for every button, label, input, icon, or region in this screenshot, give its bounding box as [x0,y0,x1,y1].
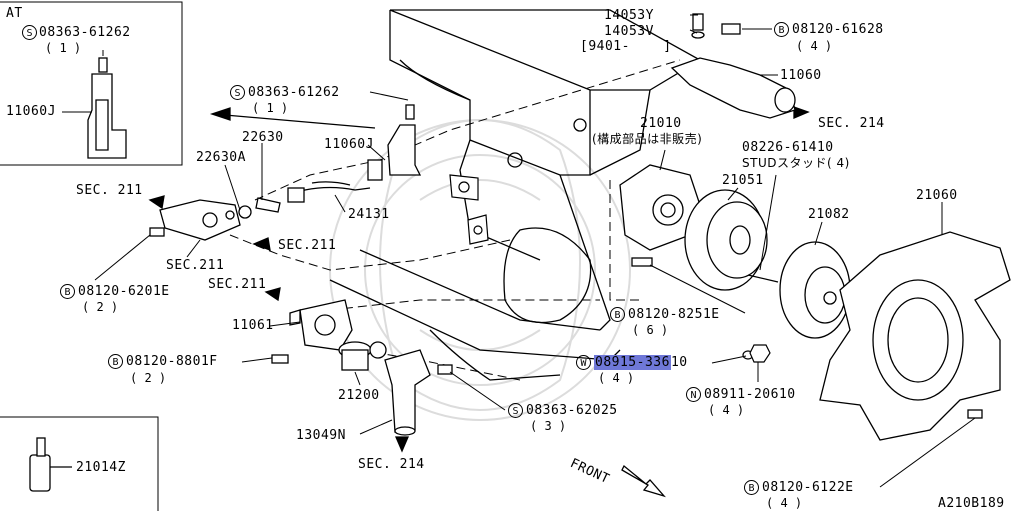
washer-part-number: 08915-33610 [594,355,688,370]
sec-211-a: SEC. 211 [76,183,143,198]
sec-211-c: SEC.211 [166,258,225,273]
bolt-8251e-qty: ( 6 ) [632,323,669,337]
bolt-08120-61628: 08120-61628 [792,22,884,37]
fan-21060 [819,231,1011,441]
bolt-08363-61262: 08363-61262 [248,85,340,100]
bolt-08363-62025: 08363-62025 [526,403,618,418]
prefix-circle-b: B [610,307,625,322]
prefix-circle-b: B [774,22,789,37]
bolt-8801f-qty: ( 2 ) [130,371,167,385]
prefix-circle-s: S [508,403,523,418]
washer-number-rest: 10 [670,355,688,370]
nut-08911-20610: 08911-20610 [704,387,796,402]
part-14053y: 14053Y [604,8,654,23]
reference-lines [229,59,681,381]
prefix-circle-b: B [108,354,123,369]
nut-qty: ( 4 ) [708,403,745,417]
bolt-6201e-qty: ( 2 ) [82,300,119,314]
sec-214-bottom: SEC. 214 [358,457,425,472]
bolt-08120-6201e: 08120-6201E [78,284,170,299]
stud-text: STUDスタッド( 4) [742,156,850,170]
prefix-circle-n: N [686,387,701,402]
bolt-08120-6122e: 08120-6122E [762,480,854,495]
part-21010: 21010 [640,116,682,131]
inset-at-code: AT [6,6,23,21]
inset-bolt-number: 08363-61262 [39,25,131,40]
bolt-08120-8251e: 08120-8251E [628,307,720,322]
part-21200: 21200 [338,388,380,403]
water-outlet-11060 [670,13,796,119]
bolt-08120-8801f: 08120-8801F [126,354,218,369]
sec-211-d: SEC.211 [208,277,267,292]
bolt-61628-qty: ( 4 ) [796,39,833,53]
part-21082: 21082 [808,207,850,222]
part-14053v: 14053V [604,24,654,39]
water-outlet-13049n [384,349,453,436]
bolt-61262-qty: ( 1 ) [252,101,289,115]
sec-211-b: SEC.211 [278,238,337,253]
water-inlet-11061 [271,299,353,364]
stud-08226 [747,274,779,283]
thermostat-21200 [338,341,387,371]
part-22630: 22630 [242,130,284,145]
part-11060j: 11060J [324,137,374,152]
part-13049n: 13049N [296,428,346,443]
bracket-11060j-inset [87,57,127,159]
bolt-62025-qty: ( 3 ) [530,419,567,433]
engine-block [329,9,702,381]
prefix-circle-w: W [576,355,591,370]
water-pump-21010 [619,164,701,267]
note-21010: (構成部品は非販売) [592,132,703,146]
washer-nut [742,344,771,363]
inset-part-11060j: 11060J [6,104,56,119]
bracket-11060j [387,104,422,176]
inset-part-21014z: 21014Z [76,460,126,475]
washer-qty: ( 4 ) [598,371,635,385]
date-range: [9401- ] [580,39,672,54]
pulley-21051 [684,189,768,291]
gasket-pieces [449,174,489,245]
inset-at-frame [0,1,183,166]
outlet-housing-22630 [149,197,281,241]
reference-code: A210B189 [938,496,1005,511]
harness-24131 [287,159,383,203]
part-11061: 11061 [232,318,274,333]
sec-214-top: SEC. 214 [818,116,885,131]
leader-lines [62,14,976,488]
inset-bolt-qty: ( 1 ) [45,41,82,55]
prefix-circle-b: B [744,480,759,495]
part-21051: 21051 [722,173,764,188]
washer-number-highlighted[interactable]: 08915-336 [594,355,671,370]
bolt-6122e-qty: ( 4 ) [766,496,803,510]
part-21060: 21060 [916,188,958,203]
sensor-21014z [29,437,72,492]
part-11060: 11060 [780,68,822,83]
arrows [148,106,810,498]
inset-21014z-frame [0,416,159,511]
part-24131: 24131 [348,207,390,222]
stud-number: 08226-61410 [742,140,834,155]
prefix-circle-b: B [60,284,75,299]
prefix-circle-s: S [230,85,245,100]
part-22630a: 22630A [196,150,246,165]
prefix-circle-s: S [22,25,37,40]
fan-clutch-21082 [779,241,851,339]
